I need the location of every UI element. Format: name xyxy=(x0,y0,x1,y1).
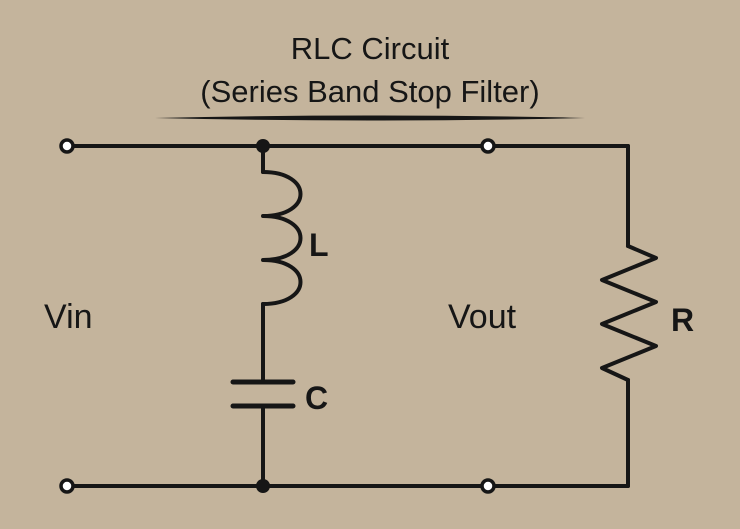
junction-bottom xyxy=(256,479,270,493)
vin-label: Vin xyxy=(44,298,93,336)
vin-terminal-top xyxy=(59,138,75,154)
vout-terminal-top xyxy=(480,138,496,154)
capacitor-label: C xyxy=(305,380,329,416)
junction-top xyxy=(256,139,270,153)
vin-terminal-bottom xyxy=(59,478,75,494)
diagram-subtitle: (Series Band Stop Filter) xyxy=(200,74,540,109)
inductor-symbol xyxy=(261,170,303,306)
title-underline xyxy=(155,115,585,121)
vout-label: Vout xyxy=(448,298,517,336)
resistor-symbol xyxy=(600,244,658,382)
diagram-title: RLC Circuit xyxy=(290,31,450,66)
vout-terminal-bottom xyxy=(480,478,496,494)
inductor-label: L xyxy=(309,227,329,263)
resistor-label: R xyxy=(671,302,695,338)
